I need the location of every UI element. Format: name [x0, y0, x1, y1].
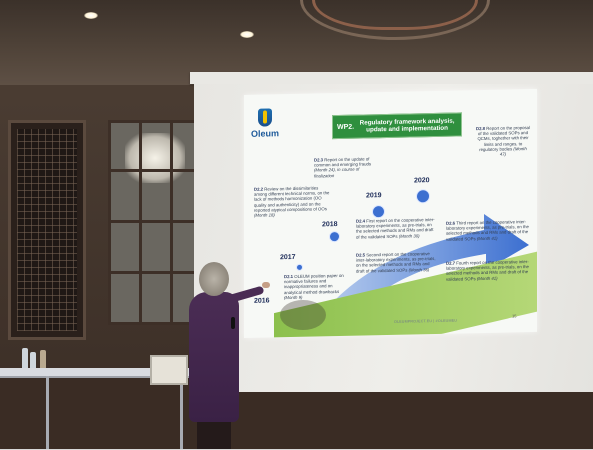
ceiling	[0, 0, 593, 85]
milestone-d27: D2.7 Fourth report on the cooperative in…	[446, 259, 529, 282]
slide-title: WP2. Regulatory framework analysis, upda…	[332, 112, 462, 140]
table-leg	[46, 376, 49, 449]
presenter-head	[199, 262, 229, 296]
presenter-hand	[262, 282, 270, 288]
oleum-logo: Oleum	[250, 108, 280, 139]
page-number: 15	[512, 313, 517, 319]
presenter	[185, 262, 270, 449]
carved-wall-panel	[8, 120, 86, 340]
logo-text: Oleum	[250, 128, 279, 139]
table-leg	[180, 376, 183, 449]
chair	[150, 355, 188, 385]
timeline-arrow	[314, 213, 529, 336]
title-text: Regulatory framework analysis, update an…	[359, 117, 455, 134]
ceiling-light	[240, 31, 254, 38]
year-label: 2019	[366, 192, 382, 200]
milestone-d25: D2.5 Second report on the cooperative in…	[356, 251, 436, 274]
milestone-d28: D2.8 Report on the proposal of the valid…	[476, 125, 530, 157]
timeline-dot	[296, 263, 303, 271]
milestone-d22: D2.2 Review on the dissimilarities among…	[254, 185, 330, 218]
table	[0, 368, 196, 378]
milestone-d21: D2.1 OLEUM position paper on normative f…	[284, 272, 344, 300]
window	[108, 120, 200, 325]
wp-label: WP2.	[337, 123, 355, 131]
ceiling-light	[84, 12, 98, 19]
microphone-icon	[231, 317, 235, 329]
year-label: 2017	[280, 253, 296, 262]
bottle	[40, 350, 46, 368]
milestone-d26: D2.6 Third report on the cooperative int…	[446, 219, 529, 242]
milestone-d23: D2.3 Report on the update of common and …	[314, 156, 372, 179]
presenter-legs	[197, 417, 231, 449]
water-bottle	[22, 348, 28, 368]
year-label: 2020	[414, 177, 430, 185]
year-label: 2016	[254, 297, 270, 305]
year-label: 2018	[322, 221, 338, 229]
projected-slide: Oleum WP2. Regulatory framework analysis…	[244, 88, 537, 339]
presenter-shadow	[280, 300, 326, 330]
presenter-body	[189, 292, 239, 422]
screen-housing	[190, 72, 593, 84]
milestone-d24: D2.4 First report on the cooperative int…	[356, 217, 435, 240]
water-bottle	[30, 352, 36, 368]
olive-drop-icon	[258, 108, 272, 127]
